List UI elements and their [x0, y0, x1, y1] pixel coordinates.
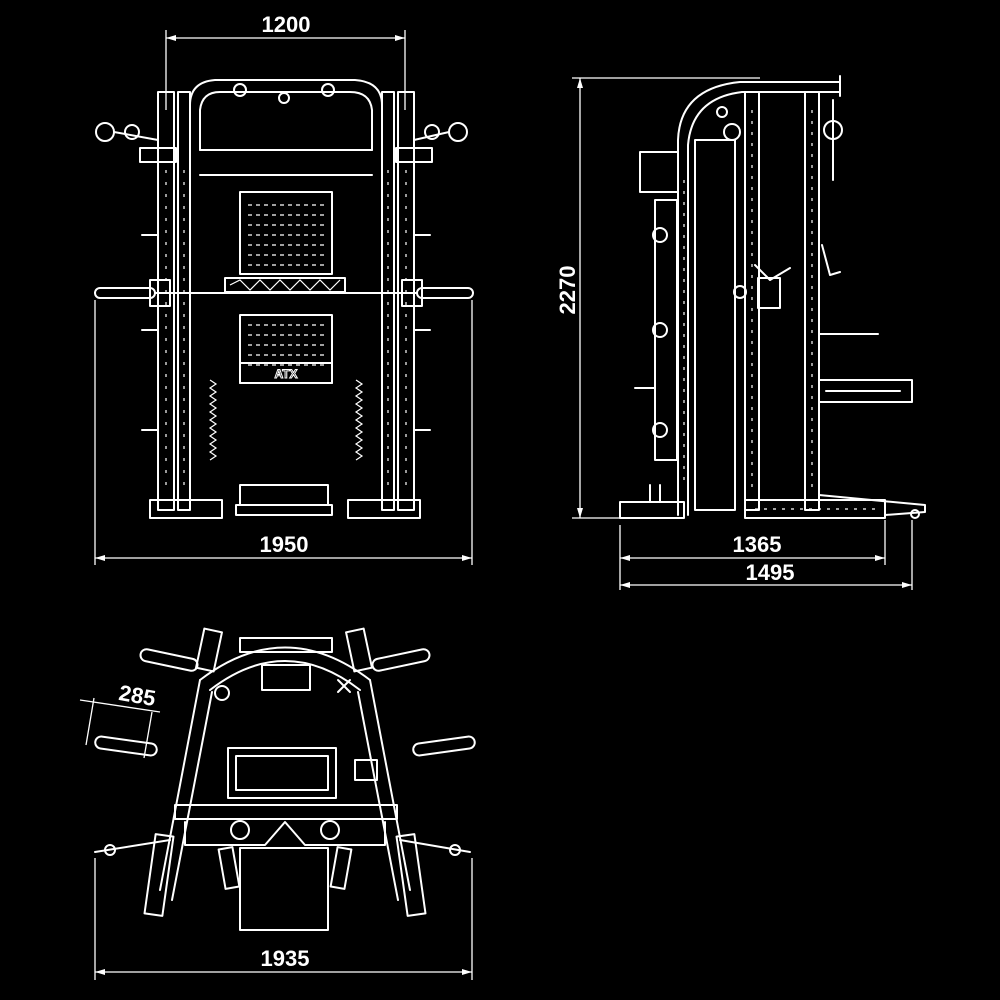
- dim-label-1935: 1935: [261, 946, 310, 971]
- front-frame: ATX: [94, 79, 474, 519]
- dim-label-2270: 2270: [555, 266, 580, 315]
- crossbar-plate: [224, 277, 346, 293]
- pulley-left: [95, 122, 177, 163]
- front-view: 1200: [94, 12, 474, 565]
- dim-front-depth: 1950: [94, 300, 473, 565]
- top-frame: [94, 627, 476, 931]
- dim-label-1950: 1950: [260, 532, 309, 557]
- top-view: 285 1935: [79, 627, 476, 980]
- dim-front-width: 1200: [165, 12, 406, 110]
- dim-label-1365: 1365: [733, 532, 782, 557]
- dim-side-height: 2270: [555, 77, 760, 519]
- weight-stack-lower: ATX: [239, 314, 333, 384]
- dim-label-1495: 1495: [746, 560, 795, 585]
- springs: [208, 379, 364, 461]
- dim-side-total: 1495: [620, 560, 912, 588]
- dim-top-width: 1935: [94, 858, 473, 980]
- weight-stack-upper: [239, 191, 333, 275]
- side-view: 2270: [555, 75, 926, 590]
- upright-holes: [165, 170, 407, 490]
- dim-top-handle: 285: [79, 680, 161, 759]
- logo-text: ATX: [274, 367, 297, 381]
- dim-label-1200: 1200: [262, 12, 311, 37]
- side-frame: [619, 75, 926, 519]
- top-handles: [94, 648, 476, 757]
- pulley-right: [395, 122, 468, 163]
- dim-side-base: 1365: [619, 520, 913, 590]
